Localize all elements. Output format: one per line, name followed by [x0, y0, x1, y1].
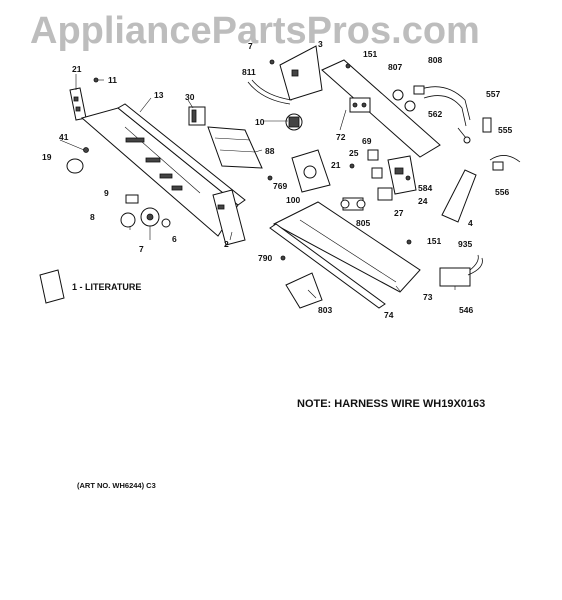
watermark: AppliancePartsPros.com [30, 10, 480, 52]
callout-151b: 151 [427, 236, 442, 246]
part-6-button [161, 218, 171, 228]
callout-13: 13 [154, 90, 164, 100]
callout-30: 30 [185, 92, 195, 102]
callout-555: 555 [498, 125, 513, 135]
part-21-screw [349, 163, 355, 169]
callout-72: 72 [336, 132, 346, 142]
part-11-screw [93, 77, 104, 83]
part-10 [285, 113, 303, 131]
part-30 [188, 106, 206, 126]
part-27 [377, 187, 393, 201]
callout-2: 2 [224, 239, 229, 249]
part-7-knob [140, 207, 160, 227]
part-555-wire [489, 155, 521, 171]
part-805-valve [340, 197, 366, 211]
harness-note: NOTE: HARNESS WIRE WH19X0163 [297, 398, 486, 410]
part-3-bracket [279, 45, 323, 101]
callout-803: 803 [318, 305, 333, 315]
callout-21: 21 [72, 64, 82, 74]
callout-19: 19 [42, 152, 52, 162]
callout-100: 100 [286, 195, 301, 205]
callout-805: 805 [356, 218, 371, 228]
part-4-bracket [441, 169, 477, 223]
part-790-screw [280, 255, 286, 261]
callout-8: 8 [90, 212, 95, 222]
part-2-strip [212, 189, 246, 246]
callout-151: 151 [363, 49, 378, 59]
callout-562: 562 [428, 109, 443, 119]
callout-790: 790 [258, 253, 273, 263]
callout-10: 10 [255, 117, 265, 127]
part-24-board [387, 155, 417, 195]
part-69 [367, 149, 379, 161]
part-584-screw [405, 175, 411, 181]
part-41 [83, 147, 89, 153]
callout-584: 584 [418, 183, 433, 193]
part-807 [392, 89, 416, 112]
callout-88: 88 [265, 146, 275, 156]
part-88-board [207, 126, 263, 169]
callout-7: 7 [248, 41, 253, 51]
literature-label: 1 - LITERATURE [72, 282, 142, 292]
part-72-back-panel [321, 59, 441, 158]
callout-807: 807 [388, 62, 403, 72]
callout-27: 27 [394, 208, 404, 218]
callout-811: 811 [242, 67, 256, 77]
part-546-harness [439, 254, 483, 287]
callout-24: 24 [418, 196, 428, 206]
part-13-control-panel [80, 103, 246, 237]
part-803 [285, 272, 323, 309]
callout-41: 41 [59, 132, 69, 142]
leader-lines [59, 74, 456, 299]
part-25 [371, 167, 383, 179]
part-151-screw-top [345, 63, 351, 69]
part-8-knob [120, 212, 136, 228]
callout-6: 6 [172, 234, 177, 244]
part-74-strip [269, 223, 386, 309]
part-1-literature [39, 269, 65, 304]
callout-557: 557 [486, 89, 501, 99]
callout-4: 4 [468, 218, 473, 228]
callout-21b: 21 [331, 160, 341, 170]
part-9-button [125, 194, 139, 204]
part-811-hose [247, 79, 293, 105]
part-808-hoses [413, 85, 471, 127]
callout-11: 11 [108, 75, 117, 85]
callout-73: 73 [423, 292, 433, 302]
callout-25: 25 [349, 148, 359, 158]
part-562 [457, 127, 471, 144]
part-769-screw [267, 175, 273, 181]
callout-556: 556 [495, 187, 510, 197]
part-100-timer [291, 149, 331, 193]
callout-808: 808 [428, 55, 443, 65]
callout-69: 69 [362, 136, 372, 146]
part-7-screw [269, 59, 275, 65]
part-557 [482, 117, 492, 133]
part-21-bracket [69, 87, 87, 121]
art-number: (ART NO. WH6244) C3 [77, 481, 156, 490]
callout-3: 3 [318, 39, 323, 49]
part-151-screw-bottom [406, 239, 412, 245]
callout-935: 935 [458, 239, 473, 249]
callout-9: 9 [104, 188, 109, 198]
part-73-bracket [272, 201, 421, 293]
part-19-knob [66, 158, 84, 174]
callout-7b: 7 [139, 244, 144, 254]
callout-546: 546 [459, 305, 474, 315]
callout-74: 74 [384, 310, 394, 320]
callout-769: 769 [273, 181, 288, 191]
